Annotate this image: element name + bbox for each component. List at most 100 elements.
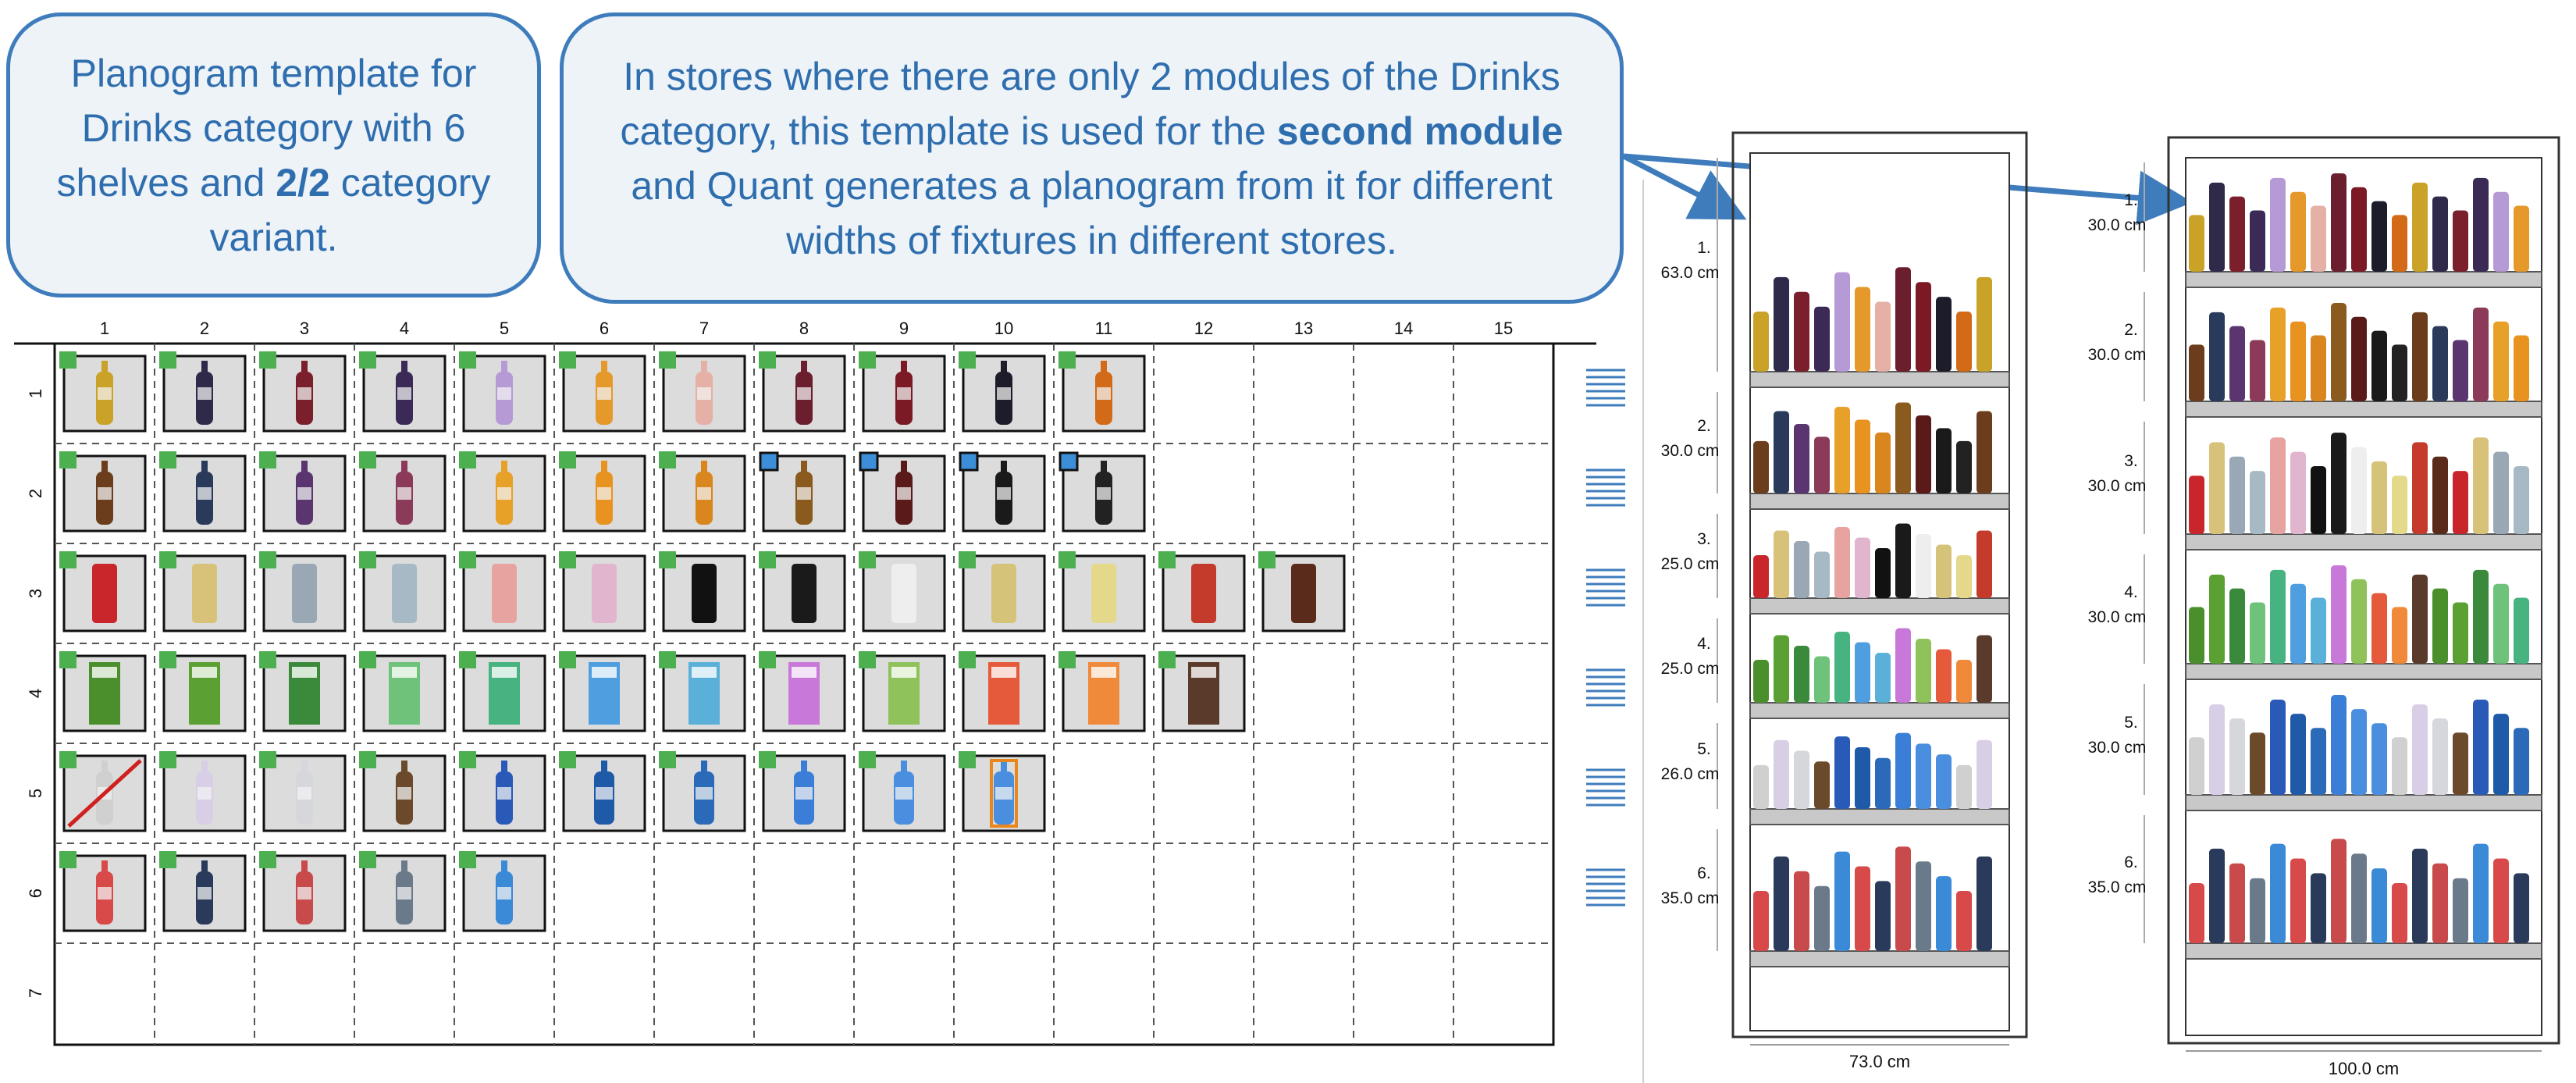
shelf-handle-icon[interactable] <box>1586 468 1625 507</box>
grid-product-cell[interactable] <box>659 751 746 832</box>
grid-product-cell[interactable] <box>1158 651 1246 732</box>
grid-product-cell[interactable] <box>459 751 546 832</box>
callout-right-text: In stores where there are only 2 modules… <box>620 54 1560 153</box>
shelf-height-label: 30.0 cm <box>2088 346 2147 364</box>
grid-product-cell[interactable] <box>559 751 646 832</box>
grid-product-cell[interactable] <box>459 351 546 433</box>
product-bottle-label <box>397 787 411 800</box>
product-marker-green <box>959 351 976 369</box>
grid-product-cell[interactable] <box>359 451 447 533</box>
fixture-product <box>2351 709 2367 795</box>
grid-product-cell[interactable] <box>159 751 247 832</box>
grid-product-cell[interactable] <box>259 551 347 632</box>
fixture-product <box>1834 406 1850 493</box>
grid-product-cell[interactable] <box>959 351 1046 433</box>
grid-product-cell[interactable] <box>659 651 746 732</box>
grid-product-cell[interactable] <box>1059 551 1146 632</box>
grid-product-cell[interactable] <box>159 551 247 632</box>
shelf-number: 6. <box>2124 853 2138 871</box>
grid-product-cell[interactable] <box>959 551 1046 632</box>
fixture-product <box>2453 210 2468 272</box>
shelf-number: 4. <box>1697 635 1711 653</box>
grid-product-cell[interactable] <box>659 451 746 533</box>
grid-product-cell[interactable] <box>559 651 646 732</box>
grid-product-cell[interactable] <box>1059 651 1146 732</box>
grid-product-cell[interactable] <box>859 751 946 832</box>
shelf-height-label: 25.0 cm <box>1661 660 1720 678</box>
grid-product-cell[interactable] <box>459 451 546 533</box>
fixture-product <box>1794 541 1809 598</box>
fixture-product <box>2270 307 2286 401</box>
grid-product-cell[interactable] <box>259 751 347 832</box>
grid-product-cell[interactable] <box>459 851 546 932</box>
grid-product-cell[interactable] <box>1059 351 1146 433</box>
grid-product-cell[interactable] <box>259 851 347 932</box>
grid-product-cell[interactable] <box>59 451 147 533</box>
grid-product-cell[interactable] <box>759 651 846 732</box>
shelf-handle-icon[interactable] <box>1586 868 1625 907</box>
grid-product-cell[interactable] <box>559 451 646 533</box>
shelf-handle-icon[interactable] <box>1586 768 1625 807</box>
grid-product-cell[interactable] <box>359 351 447 433</box>
grid-product-cell[interactable] <box>859 351 946 433</box>
shelf-handle-icon[interactable] <box>1586 568 1625 607</box>
product-bottle-label <box>596 787 613 800</box>
shelf-number: 6. <box>1697 864 1711 882</box>
fixture-product <box>2250 210 2265 272</box>
grid-product-cell[interactable] <box>459 551 546 632</box>
shelf-number: 1. <box>2124 191 2138 209</box>
fixture-product <box>2412 574 2428 664</box>
fixture-product <box>1875 301 1891 372</box>
product-marker-green <box>759 751 776 768</box>
grid-product-cell[interactable] <box>759 551 846 632</box>
grid-product-cell[interactable] <box>1158 551 1246 632</box>
grid-product-cell[interactable] <box>359 651 447 732</box>
shelf-handle-icon[interactable] <box>1586 668 1625 707</box>
grid-product-cell[interactable] <box>659 551 746 632</box>
grid-product-cell[interactable] <box>259 351 347 433</box>
grid-product-cell[interactable] <box>1059 451 1146 533</box>
product-marker-blue <box>959 451 979 472</box>
grid-product-cell[interactable] <box>559 351 646 433</box>
grid-product-cell[interactable] <box>459 651 546 732</box>
fixture-product <box>2331 565 2347 664</box>
grid-product-cell[interactable] <box>259 451 347 533</box>
grid-product-cell[interactable] <box>959 451 1046 533</box>
product-bottle-label <box>597 387 611 400</box>
fixture-product <box>1976 530 1992 598</box>
fixture-100-outer-frame <box>2167 136 2560 1045</box>
fixture-product <box>2392 476 2407 534</box>
fixture-product <box>1936 754 1952 809</box>
product-carton-label <box>792 667 817 678</box>
grid-product-cell[interactable] <box>859 651 946 732</box>
grid-product-cell[interactable] <box>659 351 746 433</box>
grid-product-cell[interactable] <box>559 551 646 632</box>
grid-product-cell[interactable] <box>259 651 347 732</box>
grid-product-cell[interactable] <box>359 551 447 632</box>
grid-product-cell[interactable] <box>59 651 147 732</box>
fixture-product <box>2270 177 2286 272</box>
grid-product-cell[interactable] <box>359 751 447 832</box>
grid-product-cell[interactable] <box>59 551 147 632</box>
shelf-handle-icon[interactable] <box>1586 369 1625 407</box>
grid-product-cell[interactable] <box>1258 551 1346 632</box>
column-label: 14 <box>1394 319 1413 338</box>
product-marker-blue <box>1059 451 1079 472</box>
grid-product-cell[interactable] <box>59 851 147 932</box>
grid-product-cell[interactable] <box>59 751 147 832</box>
grid-product-cell[interactable] <box>159 451 247 533</box>
grid-product-cell[interactable] <box>959 751 1046 832</box>
grid-product-cell[interactable] <box>859 551 946 632</box>
grid-product-cell[interactable] <box>759 351 846 433</box>
grid-product-cell[interactable] <box>59 351 147 433</box>
grid-product-cell[interactable] <box>159 651 247 732</box>
fixture-product <box>2270 700 2286 795</box>
grid-product-cell[interactable] <box>159 851 247 932</box>
fixture-product <box>2453 340 2468 401</box>
grid-product-cell[interactable] <box>359 851 447 932</box>
grid-product-cell[interactable] <box>759 751 846 832</box>
grid-product-cell[interactable] <box>159 351 247 433</box>
grid-product-cell[interactable] <box>759 451 846 533</box>
grid-product-cell[interactable] <box>859 451 946 533</box>
grid-product-cell[interactable] <box>959 651 1046 732</box>
